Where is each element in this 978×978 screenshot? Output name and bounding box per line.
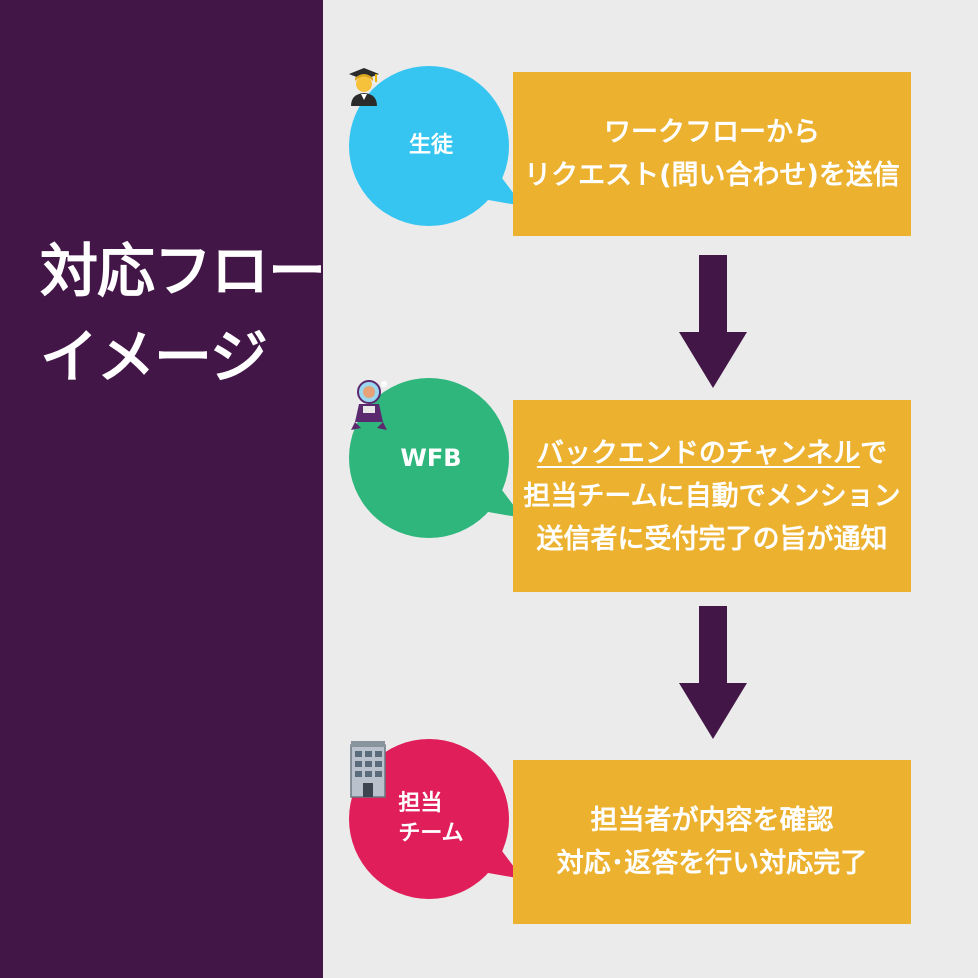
actor-label-team: 担当 チーム <box>398 789 463 849</box>
sidebar-panel: 対応フロー イメージ <box>0 0 326 978</box>
down-arrow-1 <box>679 255 747 388</box>
actor-label-wfb: WFB <box>400 444 462 472</box>
page-title: 対応フロー イメージ <box>40 228 326 400</box>
step-1-line-1: ワークフローから <box>604 117 820 148</box>
actor-label-team-line-2: チーム <box>398 821 464 846</box>
step-box-3: 担当者が内容を確認 対応･返答を行い対応完了 <box>513 760 911 924</box>
speech-bubble-shape <box>349 378 523 538</box>
step-2-line-1: バックエンドのチャンネルで <box>537 432 887 475</box>
page-title-line-2: イメージ <box>40 323 268 391</box>
step-box-2: バックエンドのチャンネルで 担当チームに自動でメンション 送信者に受付完了の旨が… <box>513 400 911 592</box>
step-2-line-3: 送信者に受付完了の旨が通知 <box>536 523 888 555</box>
step-box-1: ワークフローから リクエスト(問い合わせ)を送信 <box>513 72 911 236</box>
speech-bubble-shape <box>349 66 523 226</box>
speech-bubble-shape <box>349 739 523 899</box>
step-3-line-2: 対応･返答を行い対応完了 <box>556 848 868 879</box>
actor-label-team-line-1: 担当 <box>398 791 443 816</box>
step-2-line-1-suffix: で <box>860 437 888 469</box>
step-1-line-2: リクエスト(問い合わせ)を送信 <box>524 160 900 191</box>
down-arrow-2 <box>679 606 747 739</box>
page-title-line-1: 対応フロー <box>40 237 326 305</box>
step-2-line-2: 担当チームに自動でメンション <box>523 480 901 512</box>
actor-label-student: 生徒 <box>408 133 453 158</box>
step-3-line-1: 担当者が内容を確認 <box>590 805 834 836</box>
backend-channel-link[interactable]: バックエンドのチャンネル <box>536 437 861 469</box>
